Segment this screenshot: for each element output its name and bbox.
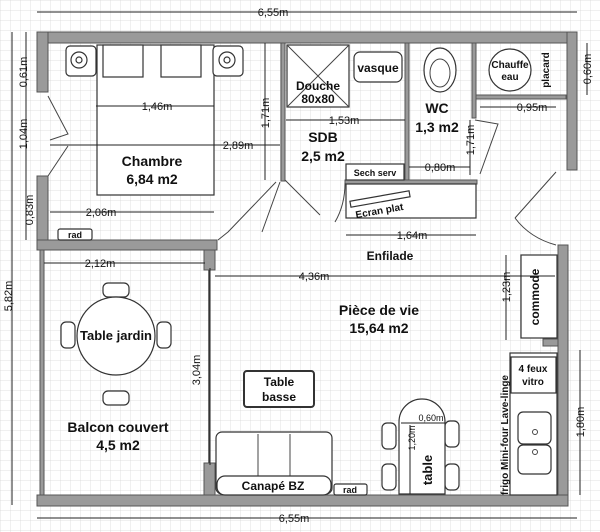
cabinet	[345, 163, 405, 181]
dim-left-total: 5,82m	[3, 281, 15, 312]
shower-label: Douche	[296, 79, 340, 93]
radiator-label-2: rad	[343, 485, 357, 495]
dim-wc-080: 0,80m	[425, 162, 456, 174]
toilet	[423, 47, 457, 93]
radiator	[57, 228, 93, 241]
room-name-enfilade: Enfilade	[367, 249, 414, 263]
pillow	[160, 44, 202, 78]
coffee-table	[243, 370, 315, 408]
water-heater	[488, 48, 532, 92]
dim-left-104: 1,04m	[18, 119, 30, 150]
dining-table-label: table	[420, 455, 435, 485]
sofa	[215, 431, 333, 496]
room-area-wc: 1,3 m2	[415, 119, 459, 135]
closet-label: placard	[541, 52, 552, 88]
dim-sdb-153: 1,53m	[329, 115, 360, 127]
dining-chairs	[381, 420, 460, 491]
room-name-balcon: Balcon couvert	[67, 419, 168, 435]
dim-piece-436: 4,36m	[299, 271, 330, 283]
dim-chambre-171: 1,71m	[260, 98, 272, 129]
lamp-icon	[212, 45, 244, 77]
dresser-label: commode	[528, 268, 542, 325]
walls	[36, 31, 578, 507]
radiator-label: rad	[68, 230, 82, 240]
room-name-chambre: Chambre	[122, 153, 183, 169]
dim-left-083: 0,83m	[24, 195, 36, 226]
dim-enfilade-164: 1,64m	[397, 230, 428, 242]
dim-table-120: 1,20m	[407, 425, 417, 450]
tv	[349, 190, 411, 208]
room-name-sdb: SDB	[308, 129, 338, 145]
sink-double	[517, 411, 552, 475]
room-area-chambre: 6,84 m2	[126, 171, 178, 187]
room-name-piece: Pièce de vie	[339, 302, 419, 318]
room-area-piece: 15,64 m2	[349, 320, 408, 336]
dimension-lines	[11, 11, 588, 519]
dim-right-095: 0,95m	[517, 102, 548, 114]
cabinet-label: Sech serv	[354, 168, 397, 178]
appliances-label: frigo Mini-four Lave-linge	[500, 375, 511, 495]
dresser	[520, 254, 558, 339]
dim-top-total: 6,55m	[258, 7, 289, 19]
radiator	[333, 483, 368, 496]
water-heater-label: Chauffe	[491, 60, 529, 71]
dim-chambre-width: 2,89m	[223, 140, 254, 152]
garden-table	[76, 296, 156, 376]
dim-kitchen-180: 1,80m	[575, 407, 587, 438]
shower-size: 80x80	[301, 92, 335, 106]
cooktop	[510, 356, 557, 394]
room-area-balcon: 4,5 m2	[96, 437, 140, 453]
dim-bottom-total: 6,55m	[279, 513, 310, 525]
room-area-sdb: 2,5 m2	[301, 148, 345, 164]
dim-table-060: 0,60m	[418, 413, 443, 423]
dim-chambre-206: 2,06m	[86, 207, 117, 219]
room-name-wc: WC	[425, 100, 448, 116]
dim-balcon-304: 3,04m	[191, 355, 203, 386]
cooktop-label-2: vitro	[522, 377, 544, 388]
dim-left-061: 0,61m	[18, 57, 30, 88]
sink	[353, 51, 403, 83]
lamp-icon	[65, 45, 97, 77]
dim-balcon-212: 2,12m	[85, 258, 116, 270]
coffee-table-label: Table	[264, 375, 295, 389]
garden-table-label: Table jardin	[80, 328, 152, 343]
coffee-table-label-2: basse	[262, 390, 296, 404]
cooktop-label: 4 feux	[519, 364, 548, 375]
water-heater-label-2: eau	[501, 72, 518, 83]
sofa-label: Canapé BZ	[242, 479, 305, 493]
doors	[47, 95, 557, 246]
dim-commode-123: 1,23m	[501, 272, 513, 303]
dimension-labels: 6,55m 6,55m 5,82m 0,61m 1,04m 0,83m 1,46…	[3, 7, 594, 525]
garden-chairs	[60, 282, 172, 406]
sink-label: vasque	[357, 61, 399, 75]
pillow	[102, 44, 144, 78]
dim-bed-width: 1,46m	[142, 101, 173, 113]
dim-right-060: 0,60m	[582, 54, 594, 85]
dim-wc-171: 1,71m	[465, 125, 477, 156]
